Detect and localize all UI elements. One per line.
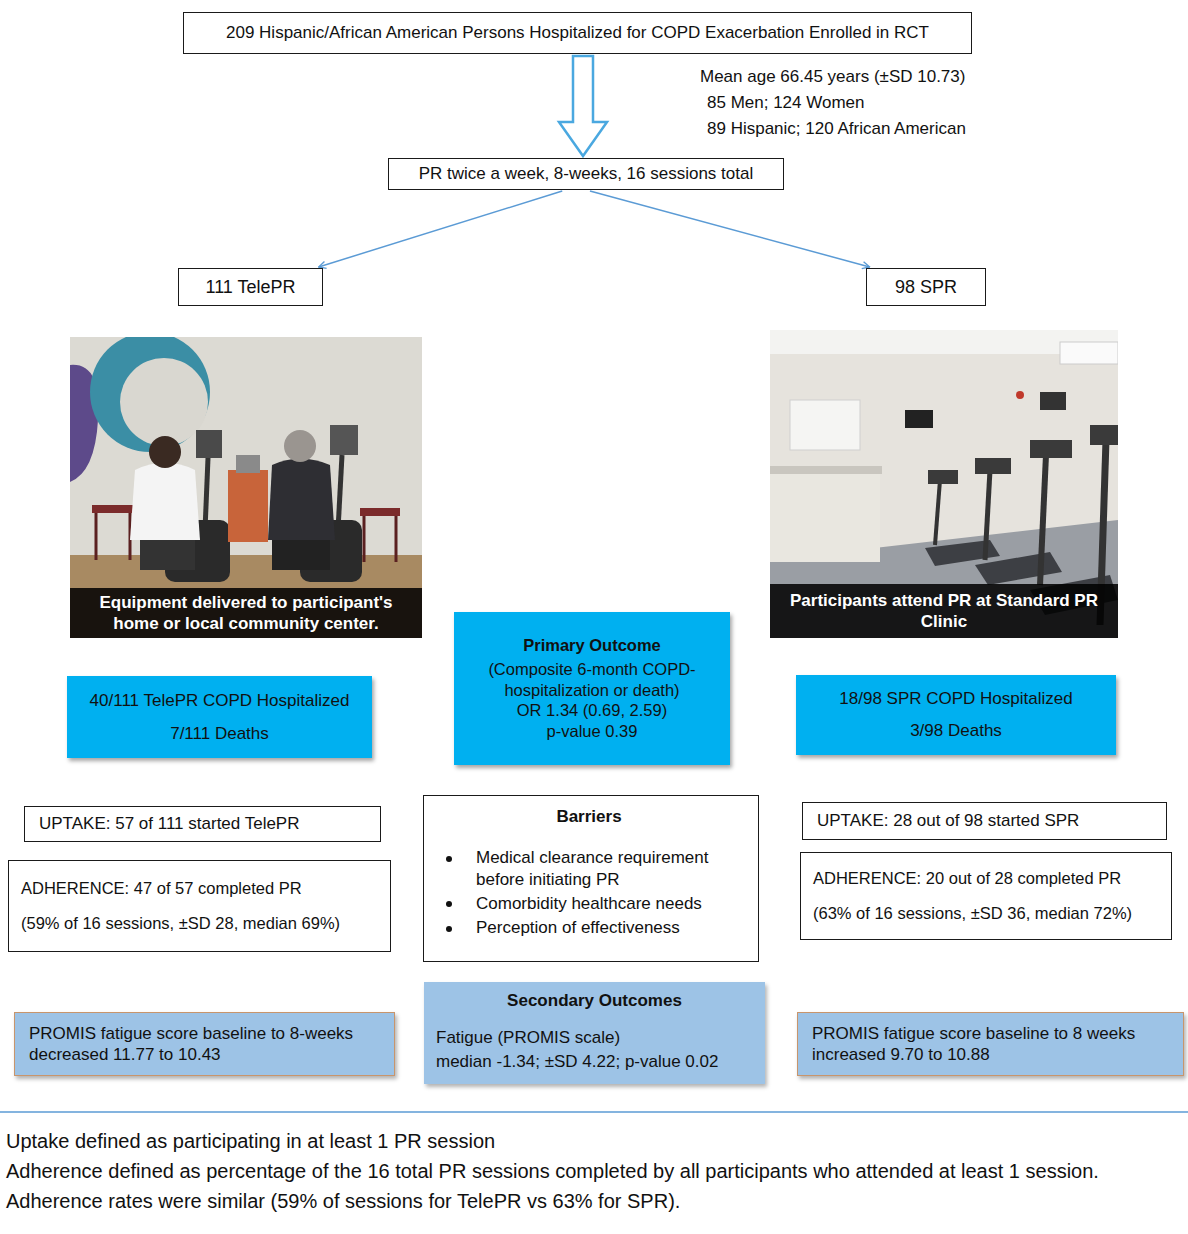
bullet-dot xyxy=(446,926,452,932)
community-photo xyxy=(196,430,222,458)
secondary-outcome-box: Secondary OutcomesFatigue (PROMIS scale)… xyxy=(424,982,765,1084)
community-photo xyxy=(70,555,422,638)
box-text: Equipment delivered to participant's hom… xyxy=(76,592,416,635)
community-photo xyxy=(95,513,98,560)
clinic-photo xyxy=(1060,342,1118,364)
clinic-photo xyxy=(1040,392,1066,410)
box-text: 40/111 TelePR COPD Hospitalized xyxy=(75,690,364,711)
clinic-photo xyxy=(925,540,1000,566)
box-text: 18/98 SPR COPD Hospitalized xyxy=(804,688,1108,709)
community-photo xyxy=(284,430,316,462)
box-text: (63% of 16 sessions, ±SD 36, median 72%) xyxy=(813,903,1159,924)
box-text: p-value 0.39 xyxy=(464,721,720,742)
community-photo xyxy=(228,470,268,542)
community-photo xyxy=(360,508,400,516)
box-text: Fatigue (PROMIS scale) xyxy=(436,1027,753,1048)
bullet-text: Medical clearance requirement before ini… xyxy=(430,847,748,890)
adherence-box: ADHERENCE: 47 of 57 completed PR (59% of … xyxy=(8,860,391,952)
note-text: Mean age 66.45 years (±SD 10.73) xyxy=(700,64,992,90)
connector-arrow xyxy=(590,191,870,267)
community-photo xyxy=(120,358,208,446)
outcome-box: 40/111 TelePR COPD Hospitalized 7/111 Dea… xyxy=(67,676,372,758)
community-photo xyxy=(330,425,358,455)
clinic-photo xyxy=(928,470,958,484)
bullet-dot xyxy=(446,856,452,862)
box-heading: Secondary Outcomes xyxy=(436,990,753,1011)
note-text: 89 Hispanic; 120 African American xyxy=(707,116,992,142)
community-photo xyxy=(90,337,210,452)
community-photo xyxy=(130,463,200,541)
community-photo xyxy=(338,455,342,530)
box-text: 3/98 Deaths xyxy=(804,720,1108,741)
outcome-box: 18/98 SPR COPD Hospitalized 3/98 Deaths xyxy=(796,675,1116,755)
clinic-photo xyxy=(975,458,1011,474)
process-box: PR twice a week, 8-weeks, 16 sessions to… xyxy=(388,158,784,190)
bullet-dot xyxy=(446,901,452,907)
clinic-photo xyxy=(1016,391,1024,399)
note-text: Uptake defined as participating in at le… xyxy=(6,1126,1182,1156)
box-text: PROMIS fatigue score baseline to 8 weeks… xyxy=(812,1023,1169,1066)
clinic-photo xyxy=(790,400,860,450)
clinic-photo xyxy=(770,330,1118,638)
box-text: 98 SPR xyxy=(873,276,979,299)
bullet-text: Perception of effectiveness xyxy=(430,917,748,938)
community-photo xyxy=(205,458,208,530)
clinic-photo xyxy=(1030,440,1072,458)
box-text: ADHERENCE: 20 out of 28 completed PR xyxy=(813,868,1159,889)
clinic-photo xyxy=(905,410,933,428)
clinic-photo xyxy=(770,470,880,562)
box-text: (59% of 16 sessions, ±SD 28, median 69%) xyxy=(21,913,378,934)
box-heading: Barriers xyxy=(430,806,748,827)
divider-line xyxy=(0,1111,1188,1113)
clinic-photo xyxy=(985,470,990,560)
community-photo xyxy=(272,540,330,570)
box-text: Participants attend PR at Standard PR Cl… xyxy=(776,590,1112,633)
barriers-box: BarriersMedical clearance requirement be… xyxy=(423,795,759,962)
arm-box: 98 SPR xyxy=(866,268,986,306)
box-text: 7/111 Deaths xyxy=(75,723,364,744)
community-photo xyxy=(92,505,134,513)
note-text: Adherence defined as percentage of the 1… xyxy=(6,1156,1182,1216)
fatigue-box: PROMIS fatigue score baseline to 8-weeks… xyxy=(14,1012,395,1076)
box-heading: Primary Outcome xyxy=(464,635,720,656)
clinic-photo xyxy=(770,466,882,474)
box-text: (Composite 6-month COPD-hospitalization … xyxy=(464,659,720,700)
box-text: 209 Hispanic/African American Persons Ho… xyxy=(192,22,963,43)
community-photo xyxy=(363,516,366,562)
primary-outcome-box: Primary Outcome (Composite 6-month COPD-h… xyxy=(454,612,730,765)
photo-caption: Equipment delivered to participant's hom… xyxy=(70,588,422,639)
box-text: OR 1.34 (0.69, 2.59) xyxy=(464,700,720,721)
clinic-photo xyxy=(770,330,1118,638)
photo-caption: Participants attend PR at Standard PR Cl… xyxy=(770,584,1118,638)
clinic-photo xyxy=(935,480,940,545)
box-text: UPTAKE: 28 out of 98 started SPR xyxy=(817,810,1152,831)
box-text: PROMIS fatigue score baseline to 8-weeks… xyxy=(29,1023,380,1066)
clinic-photo xyxy=(1040,455,1046,585)
box-text: median -1.34; ±SD 4.22; p-value 0.02 xyxy=(436,1051,753,1072)
enrollment-box: 209 Hispanic/African American Persons Ho… xyxy=(183,12,972,54)
clinic-photo xyxy=(1090,425,1118,445)
community-photo xyxy=(395,516,398,562)
community-photo xyxy=(70,337,422,638)
block-arrow xyxy=(559,56,607,156)
connector-arrow xyxy=(319,191,563,267)
community-photo xyxy=(140,540,195,570)
community-photo xyxy=(149,436,181,468)
bullet-text: Comorbidity healthcare needs xyxy=(430,893,748,914)
box-text: PR twice a week, 8-weeks, 16 sessions to… xyxy=(397,163,775,184)
community-photo xyxy=(236,455,260,473)
fatigue-box: PROMIS fatigue score baseline to 8 weeks… xyxy=(797,1012,1184,1076)
uptake-box: UPTAKE: 57 of 111 started TelePR xyxy=(24,806,381,842)
box-text: UPTAKE: 57 of 111 started TelePR xyxy=(39,813,366,834)
clinic-photo xyxy=(975,552,1062,585)
arm-box: 111 TelePR xyxy=(178,268,323,306)
box-text: 111 TelePR xyxy=(185,276,316,299)
adherence-box: ADHERENCE: 20 out of 28 completed PR (63%… xyxy=(800,852,1172,940)
uptake-box: UPTAKE: 28 out of 98 started SPR xyxy=(802,802,1167,840)
community-photo xyxy=(268,459,335,541)
box-text: ADHERENCE: 47 of 57 completed PR xyxy=(21,878,378,899)
note-text: 85 Men; 124 Women xyxy=(707,90,992,116)
